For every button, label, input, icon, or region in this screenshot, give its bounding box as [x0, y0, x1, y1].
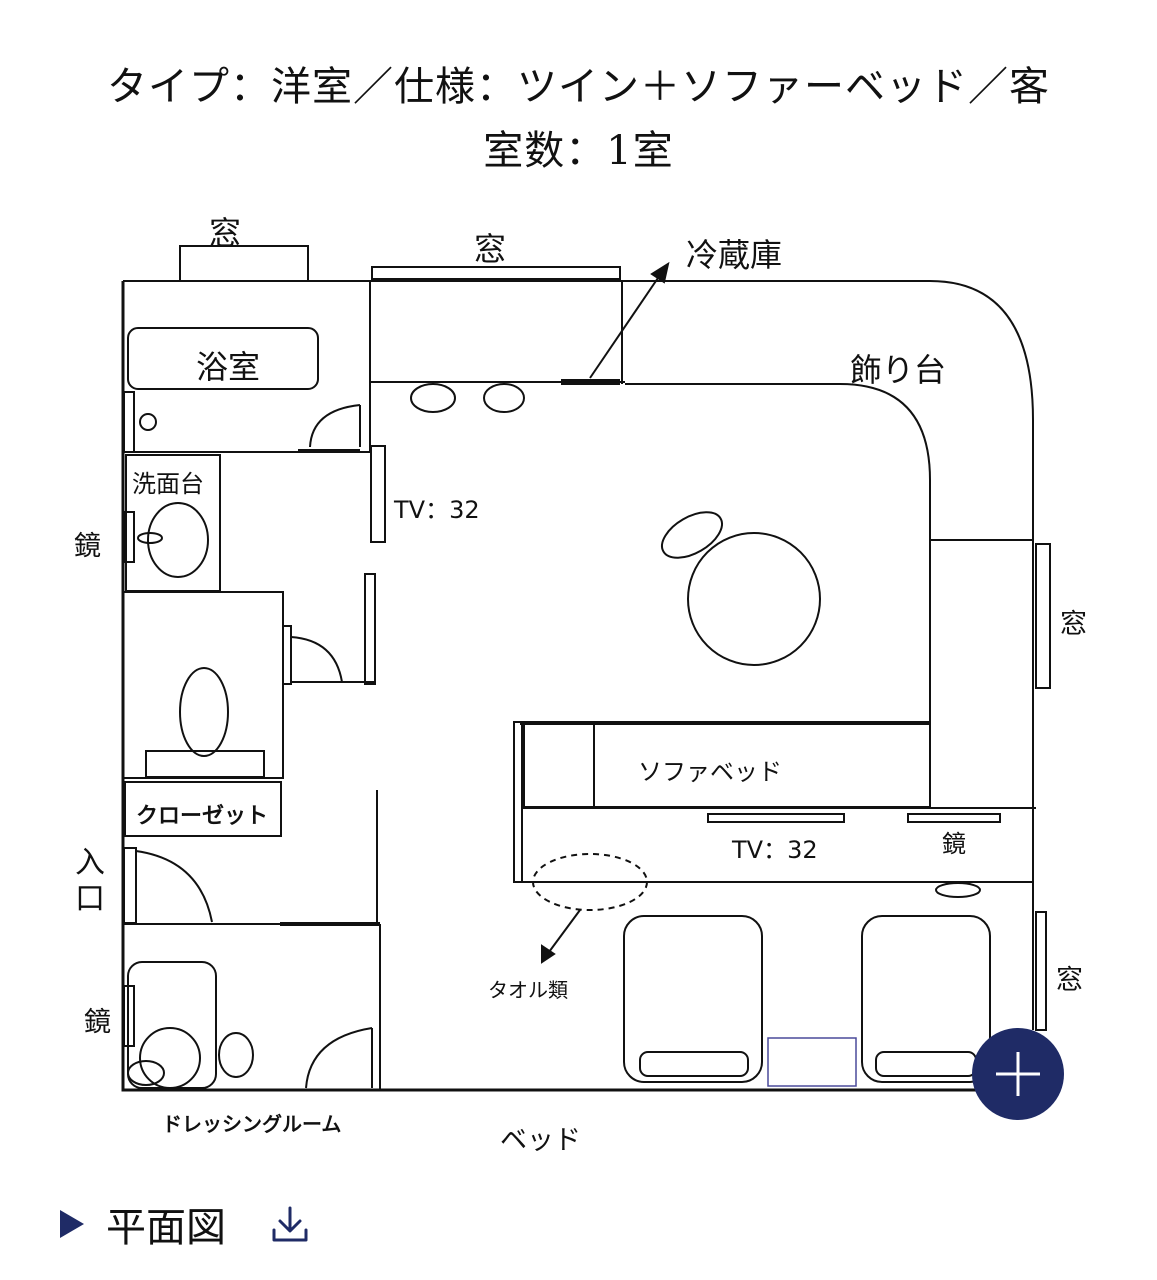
bathroom-label: 浴室 — [196, 348, 261, 386]
closet-label: クローゼット — [136, 804, 269, 829]
download-icon — [272, 1206, 308, 1242]
tv-label-center: TV：32 — [732, 836, 818, 864]
sofa-bed-label: ソファベッド — [638, 758, 782, 786]
play-arrow-icon — [60, 1210, 84, 1238]
window-label-right-lower: 窓 — [1056, 965, 1083, 996]
mirror-label-center: 鏡 — [942, 830, 966, 858]
dressing-room-label: ドレッシングルーム — [162, 1112, 342, 1136]
entrance-label: 入口 — [69, 846, 104, 918]
download-button[interactable] — [268, 1202, 312, 1246]
window-label-right-upper: 窓 — [1060, 609, 1087, 640]
zoom-plus-button[interactable] — [972, 1028, 1064, 1120]
window-label-top-center: 窓 — [474, 230, 507, 268]
mirror-label-left: 鏡 — [74, 531, 101, 562]
washbasin-label: 洗面台 — [132, 470, 204, 498]
mirror-label-dressing: 鏡 — [84, 1007, 111, 1038]
tv-label-left: TV：32 — [394, 496, 480, 524]
page-title-line-2: 室数：1室 — [483, 128, 674, 174]
floor-plan-link-label: 平面図 — [106, 1205, 226, 1251]
refrigerator-label: 冷蔵庫 — [686, 236, 783, 274]
bed-label: ベッド — [500, 1125, 581, 1156]
page-title-line-1: タイプ：洋室／仕様：ツイン＋ソファーベッド／客 — [107, 64, 1050, 110]
towels-label: タオル類 — [488, 978, 568, 1002]
plus-icon — [996, 1052, 1040, 1096]
display-shelf-label: 飾り台 — [850, 351, 947, 389]
floor-plan-link[interactable]: 平面図 — [60, 1196, 226, 1252]
window-label-top-left: 窓 — [209, 214, 242, 252]
